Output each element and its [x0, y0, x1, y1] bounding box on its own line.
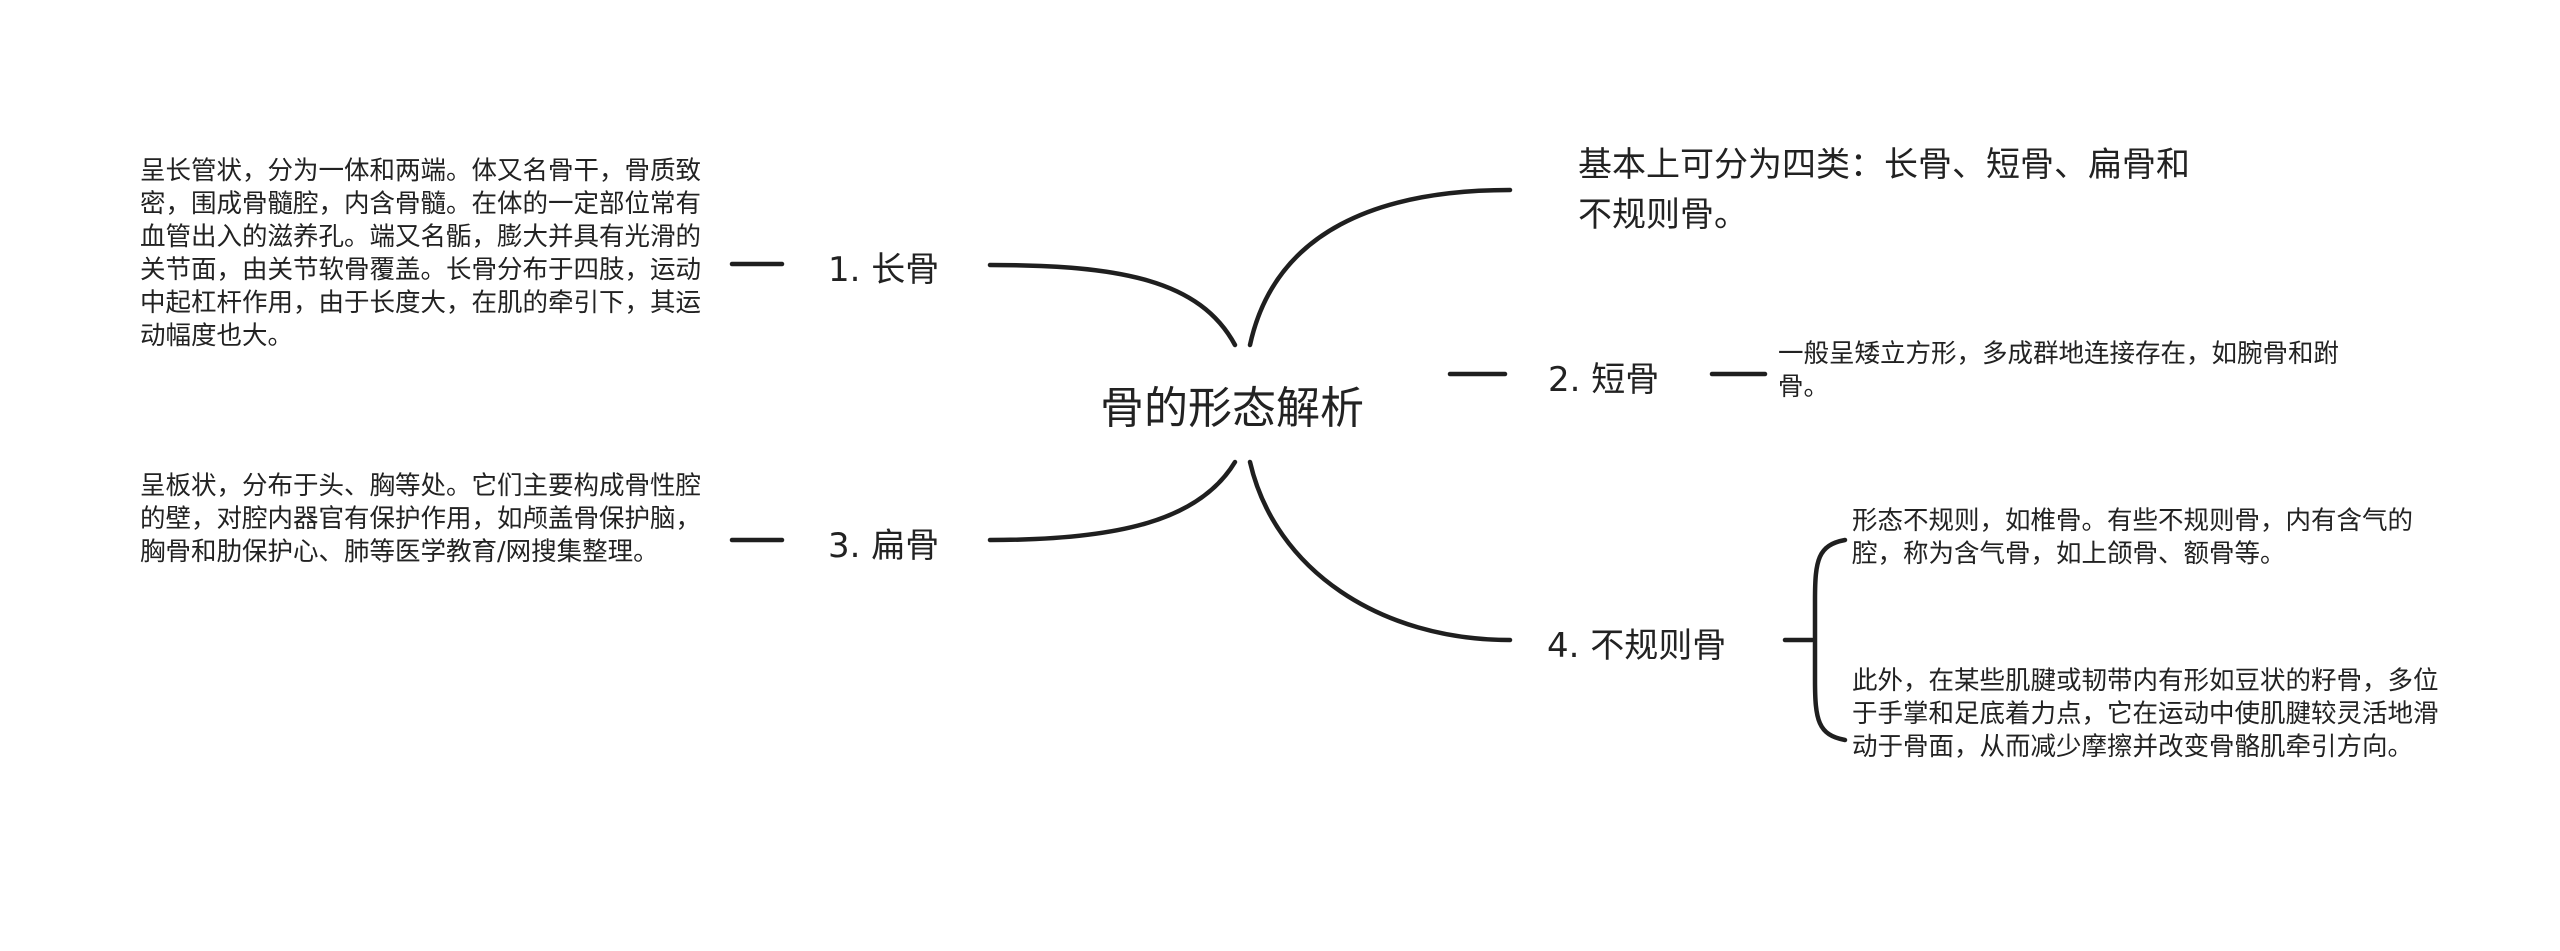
- short-bone-detail: 一般呈矮立方形，多成群地连接存在，如腕骨和跗骨。: [1778, 339, 2340, 402]
- root-topic[interactable]: 骨的形态解析: [1100, 383, 1364, 434]
- branch-short-bone[interactable]: 2. 短骨: [1548, 360, 1660, 400]
- irregular-bone-detail-1: 形态不规则，如椎骨。有些不规则骨，内有含气的腔，称为含气骨，如上颌骨、额骨等。: [1852, 506, 2414, 569]
- branch-flat-bone[interactable]: 3. 扁骨: [828, 526, 940, 566]
- connector-root-summary: [1247, 187, 1513, 348]
- branch-irregular-bone[interactable]: 4. 不规则骨: [1547, 626, 1727, 666]
- connector-root-flat: [987, 459, 1238, 543]
- connector-root-irregular: [1247, 459, 1513, 643]
- long-bone-detail: 呈长管状，分为一体和两端。体又名骨干，骨质致密，围成骨髓腔，内含骨髓。在体的一定…: [140, 156, 702, 351]
- irregular-bone-detail-2: 此外，在某些肌腱或韧带内有形如豆状的籽骨，多位于手掌和足底着力点，它在运动中使肌…: [1852, 666, 2439, 762]
- flat-bone-detail: 呈板状，分布于头、胸等处。它们主要构成骨性腔的壁，对腔内器官有保护作用，如颅盖骨…: [140, 471, 702, 567]
- summary-text: 基本上可分为四类：长骨、短骨、扁骨和不规则骨。: [1578, 145, 2190, 235]
- connector-root-long: [987, 262, 1238, 348]
- irregular-brace: [1812, 537, 1848, 743]
- branch-long-bone[interactable]: 1. 长骨: [828, 250, 940, 290]
